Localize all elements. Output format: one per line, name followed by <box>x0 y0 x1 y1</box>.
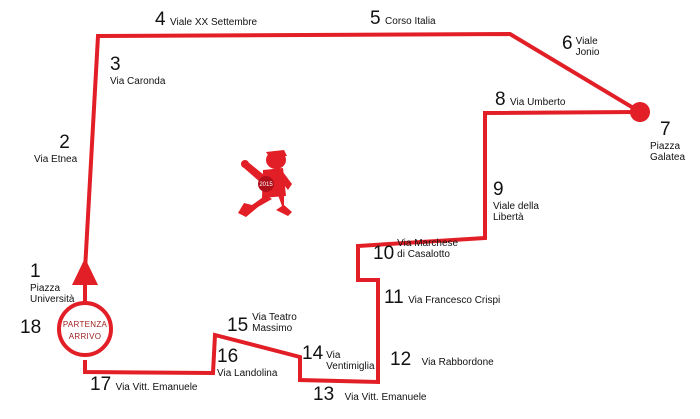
stop-13: 13 Via Vitt. Emanuele <box>313 384 427 406</box>
stop-name: Ventimiglia <box>326 361 375 372</box>
galatea-marker-icon <box>630 102 650 122</box>
stop-8: 8 Via Umberto <box>495 89 566 111</box>
stop-number: 14 <box>302 343 324 364</box>
stop-4: 4 Viale XX Settembre <box>155 9 258 31</box>
stop-name: Galatea <box>650 151 686 163</box>
stop-name: Corso Italia <box>385 16 436 27</box>
stop-name: Piazza <box>650 140 681 152</box>
stop-number: 9 <box>493 179 504 200</box>
stop-number: 6 <box>562 33 573 54</box>
stop-7: 7 Piazza Galatea <box>650 119 686 163</box>
stop-number: 11 <box>384 287 404 308</box>
stop-name: Viale XX Settembre <box>170 17 258 28</box>
stop-name: Via Caronda <box>110 75 166 87</box>
stop-9: 9 Viale della Libertà <box>493 179 539 223</box>
stop-number: 13 <box>313 384 335 405</box>
stop-number: 4 <box>155 9 166 30</box>
mascot-bib: 2015 <box>259 182 273 188</box>
stop-12: 12 Via Rabbordone <box>390 349 494 371</box>
stop-name: Via Marchese <box>397 238 459 249</box>
stop-11: 11 Via Francesco Crispi <box>384 287 501 309</box>
stop-number: 8 <box>495 89 506 110</box>
stop-14: 14 Via Ventimiglia <box>302 343 375 372</box>
finish-label: ARRIVO <box>69 332 101 341</box>
route-line <box>83 31 648 385</box>
stop-name: Via Etnea <box>34 153 78 165</box>
stop-number: 7 <box>660 119 671 140</box>
running-man-icon: 2015 <box>238 150 292 217</box>
start-label: PARTENZA <box>63 320 108 329</box>
stop-16: 16 Via Landolina <box>217 346 278 379</box>
stop-name: Via Teatro <box>252 312 297 323</box>
stop-number: 17 <box>90 374 112 395</box>
stop-3: 3 Via Caronda <box>110 54 166 87</box>
start-finish-circle <box>57 301 113 357</box>
stop-name: Università <box>30 293 75 305</box>
stop-number: 16 <box>217 346 239 367</box>
stop-name: Via Vitt. Emanuele <box>344 392 427 403</box>
stop-name: Libertà <box>493 211 524 223</box>
stop-number: 1 <box>30 261 41 282</box>
stop-name: Via Rabbordone <box>421 357 494 368</box>
stop-name: Via <box>326 350 341 361</box>
stop-number: 12 <box>390 349 412 370</box>
stop-name: Massimo <box>252 323 293 334</box>
stop-name: Jonio <box>575 47 600 58</box>
stop-name: Via Vitt. Emanuele <box>115 382 198 393</box>
stop-1: 1 Piazza Università <box>30 261 75 305</box>
stop-name: Viale della <box>493 200 539 212</box>
stop-name: Via Landolina <box>217 367 278 379</box>
stop-name: Via Francesco Crispi <box>408 295 501 306</box>
start-arrow-icon <box>72 258 98 285</box>
stop-name: Viale <box>575 36 598 47</box>
stop-10: 10 Via Marchese di Casalotto <box>373 238 459 265</box>
stop-5: 5 Corso Italia <box>370 8 436 30</box>
stop-number: 15 <box>227 315 249 336</box>
stop-name: Piazza <box>30 282 61 294</box>
stop-name: Via Umberto <box>510 97 566 108</box>
stop-15: 15 Via Teatro Massimo <box>227 312 297 337</box>
stop-2: 2 Via Etnea <box>34 132 77 165</box>
stop-18: 18 <box>20 317 42 339</box>
stop-name: di Casalotto <box>397 249 450 260</box>
stop-number: 5 <box>370 8 381 29</box>
stop-number: 18 <box>20 317 42 338</box>
stop-6: 6 Viale Jonio <box>562 33 600 58</box>
stop-17: 17 Via Vitt. Emanuele <box>90 374 198 396</box>
stop-number: 10 <box>373 243 395 264</box>
stop-number: 2 <box>59 132 70 153</box>
stop-number: 3 <box>110 54 121 75</box>
